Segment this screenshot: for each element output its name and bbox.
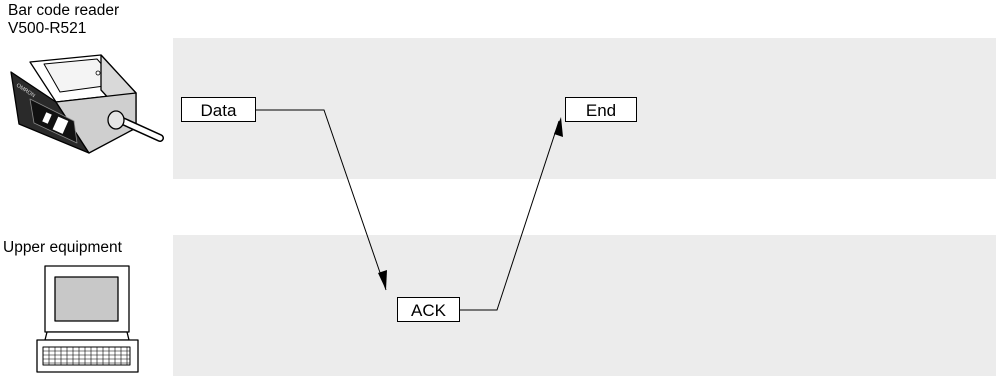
reader-name: Bar code reader (8, 2, 120, 19)
arrowhead-up (554, 117, 563, 137)
reader-label: Bar code reader V500-R521 (8, 2, 119, 38)
end-message: End (565, 97, 637, 122)
barcode-reader-icon (10, 54, 164, 154)
computer-terminal-icon (36, 265, 139, 373)
host-label: Upper equipment (3, 239, 122, 256)
arrowhead-down (378, 270, 387, 290)
data-message: Data (181, 97, 256, 122)
host-lane (173, 235, 996, 376)
data-to-ack-arrow (256, 109, 387, 291)
ack-to-end-arrow (460, 120, 560, 311)
ack-message: ACK (397, 297, 460, 322)
reader-model: V500-R521 (8, 20, 87, 37)
sequence-arrows (256, 109, 560, 311)
